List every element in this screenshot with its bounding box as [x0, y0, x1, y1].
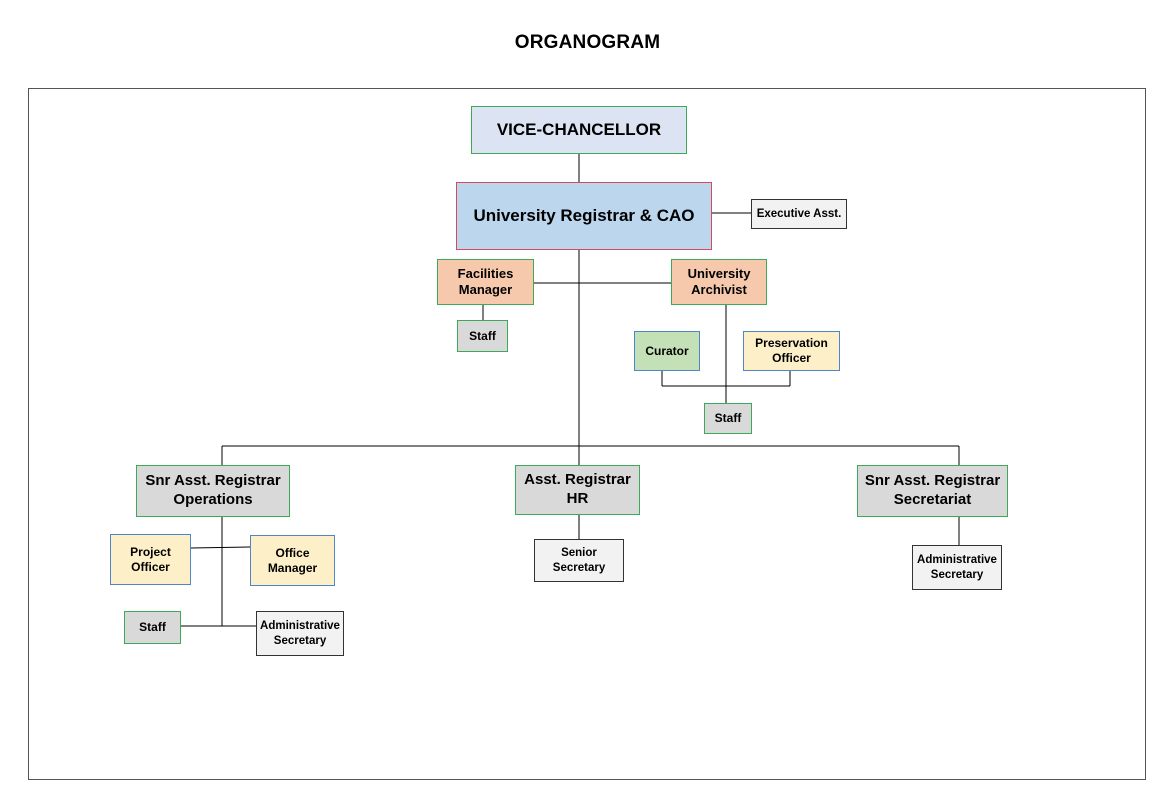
- operations-staff-box: Staff: [124, 611, 181, 644]
- operations-admin-secretary-box: Administrative Secretary: [256, 611, 344, 656]
- chart-frame: [28, 88, 1146, 780]
- snr-asst-registrar-secretariat-box: Snr Asst. Registrar Secretariat: [857, 465, 1008, 517]
- executive-asst-box: Executive Asst.: [751, 199, 847, 229]
- senior-secretary-box: Senior Secretary: [534, 539, 624, 582]
- asst-registrar-hr-box: Asst. Registrar HR: [515, 465, 640, 515]
- university-archivist-box: University Archivist: [671, 259, 767, 305]
- facilities-staff-box: Staff: [457, 320, 508, 352]
- preservation-officer-box: Preservation Officer: [743, 331, 840, 371]
- registrar-box: University Registrar & CAO: [456, 182, 712, 250]
- facilities-manager-box: Facilities Manager: [437, 259, 534, 305]
- office-manager-box: Office Manager: [250, 535, 335, 586]
- curator-box: Curator: [634, 331, 700, 371]
- project-officer-box: Project Officer: [110, 534, 191, 585]
- page-title: ORGANOGRAM: [514, 32, 661, 53]
- secretariat-admin-secretary-box: Administrative Secretary: [912, 545, 1002, 590]
- vice-chancellor-box: VICE-CHANCELLOR: [471, 106, 687, 154]
- archivist-staff-box: Staff: [704, 403, 752, 434]
- snr-asst-registrar-operations-box: Snr Asst. Registrar Operations: [136, 465, 290, 517]
